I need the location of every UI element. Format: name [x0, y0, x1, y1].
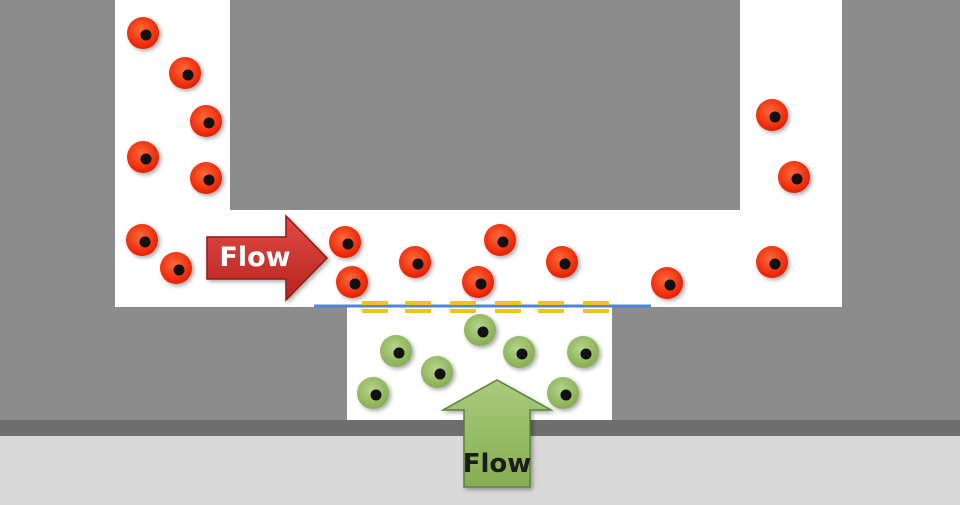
green-cell — [503, 336, 535, 368]
green-cells — [357, 314, 599, 409]
flow-arrow-vertical: Flow — [440, 379, 554, 488]
membrane-pores — [362, 301, 609, 313]
red-cell — [169, 57, 201, 89]
horizontal-flow-label: Flow — [219, 242, 290, 273]
red-cell — [336, 266, 368, 298]
pore — [405, 309, 431, 313]
red-cell — [329, 226, 361, 258]
pore — [495, 301, 521, 305]
vertical-flow-label: Flow — [463, 449, 532, 479]
red-cell — [126, 224, 158, 256]
red-cell — [127, 141, 159, 173]
flow-arrow-horizontal: Flow — [206, 214, 329, 302]
red-cell — [546, 246, 578, 278]
red-cell — [190, 105, 222, 137]
red-cell — [127, 17, 159, 49]
red-cell — [756, 99, 788, 131]
pore — [583, 309, 609, 313]
red-cell — [651, 267, 683, 299]
red-cell — [399, 246, 431, 278]
green-cell — [567, 336, 599, 368]
green-cell — [380, 335, 412, 367]
pore — [583, 301, 609, 305]
red-cell — [190, 162, 222, 194]
up-arrow-icon — [440, 379, 554, 488]
pore — [495, 309, 521, 313]
pore — [538, 309, 564, 313]
red-cell — [160, 252, 192, 284]
right-arrow-icon — [206, 214, 329, 302]
pore — [405, 301, 431, 305]
pore — [362, 301, 388, 305]
red-cells — [126, 17, 810, 299]
green-cell — [421, 356, 453, 388]
pore — [450, 301, 476, 305]
green-cell — [357, 377, 389, 409]
green-cell — [547, 377, 579, 409]
pore — [538, 301, 564, 305]
red-cell — [484, 224, 516, 256]
pore — [450, 309, 476, 313]
red-cell — [756, 246, 788, 278]
green-cell — [464, 314, 496, 346]
red-cell — [778, 161, 810, 193]
red-cell — [462, 266, 494, 298]
pore — [362, 309, 388, 313]
